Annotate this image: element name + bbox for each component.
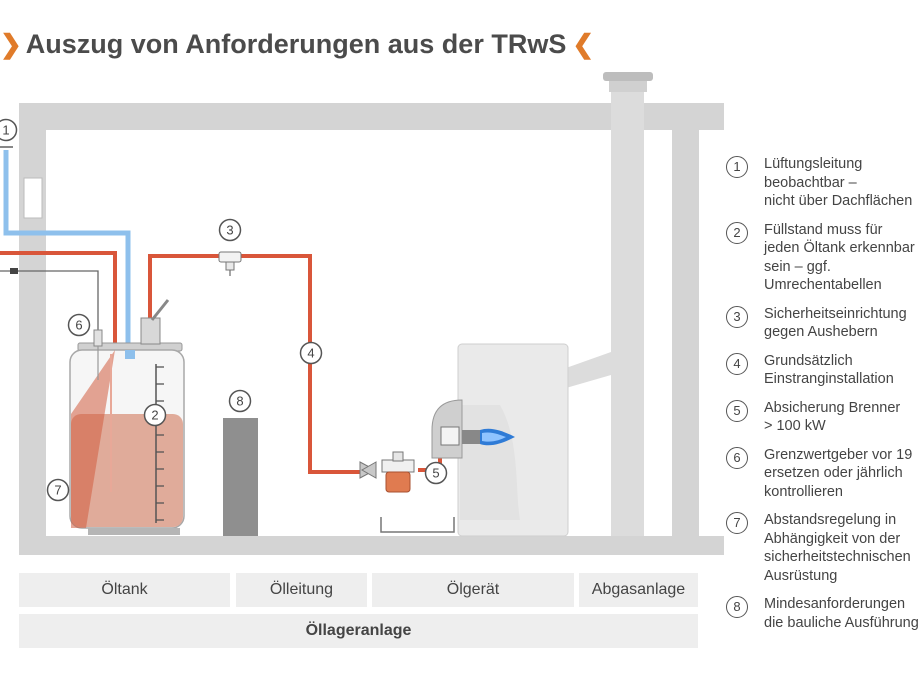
legend-number: 3	[726, 305, 748, 328]
svg-text:3: 3	[226, 223, 233, 238]
category-oil-line: Ölleitung	[236, 573, 367, 607]
legend-item-8: 8 Mindesanforderungen die bauliche Ausfü…	[726, 595, 920, 632]
legend-number: 6	[726, 446, 748, 469]
oil-filter-body	[385, 471, 411, 493]
cable-plug	[10, 268, 18, 274]
callout-5: 5	[424, 461, 448, 485]
legend-item-3: 3 Sicherheitseinrichtung gegen Aushebern	[726, 305, 920, 342]
floor	[19, 536, 724, 555]
legend-line: gegen Aushebern	[764, 324, 878, 340]
legend-line: Ausrüstung	[764, 567, 838, 584]
legend-item-1: 1 Lüftungsleitung beobachtbar – nicht üb…	[726, 155, 920, 211]
legend-line: Mindesanforderungen	[764, 596, 906, 612]
chimney-cap-base	[609, 81, 647, 92]
legend-number: 1	[726, 156, 748, 178]
drip-tray	[380, 517, 455, 533]
legend-number: 8	[726, 596, 748, 618]
svg-text:6: 6	[75, 318, 82, 333]
legend-line: ersetzen oder jährlich	[764, 465, 903, 481]
filter-vent	[392, 451, 404, 462]
limit-sensor-cable	[0, 270, 99, 332]
category-oiltank: Öltank	[19, 573, 230, 607]
limit-sensor	[93, 329, 103, 347]
right-wall	[672, 103, 699, 555]
chimney-cap	[603, 72, 653, 81]
flame-core	[482, 432, 506, 442]
quick-valve-2	[360, 461, 377, 479]
legend-item-5: 5 Absicherung Brenner > 100 kW	[726, 399, 920, 436]
legend-item-2: 2 Füllstand muss für jeden Öltank erkenn…	[726, 221, 920, 295]
tank-wall-block	[223, 418, 258, 536]
legend-line: Abhängigkeit von der	[764, 530, 901, 547]
legend: 1 Lüftungsleitung beobachtbar – nicht üb…	[726, 155, 920, 642]
legend-line: sicherheitstechnischen	[764, 549, 911, 565]
oil-supply-line	[148, 254, 362, 474]
legend-item-4: 4 Grundsätzlich Einstranginstallation	[726, 352, 920, 389]
callout-7: 7	[46, 478, 70, 502]
legend-line: Absicherung Brenner	[764, 399, 901, 416]
legend-number: 2	[726, 221, 748, 244]
legend-line: kontrollieren	[764, 483, 843, 500]
legend-line: Umrechentabellen	[764, 277, 882, 293]
legend-line: jeden Öltank erkennbar	[764, 240, 915, 256]
legend-line: > 100 kW	[764, 418, 826, 434]
callout-8: 8	[228, 389, 252, 413]
callout-2: 2	[143, 403, 167, 427]
legend-line: sein – ggf.	[764, 258, 831, 275]
svg-text:5: 5	[432, 466, 439, 481]
anti-siphon-valve	[218, 251, 242, 263]
fitting-handle	[150, 299, 170, 321]
anti-siphon-stem	[225, 261, 235, 271]
svg-text:1: 1	[2, 123, 9, 138]
title-text: Auszug von Anforderungen aus der TRwS	[25, 28, 567, 59]
svg-text:7: 7	[54, 483, 61, 498]
legend-line: Lüftungsleitung	[764, 156, 863, 172]
vent-connector	[125, 350, 135, 359]
left-chevron-icon: ❯	[0, 28, 22, 59]
flue-pipe	[566, 352, 611, 388]
page-title: ❯ Auszug von Anforderungen aus der TRwS …	[0, 26, 594, 62]
legend-item-7: 7 Abstandsregelung in Abhängigkeit von d…	[726, 511, 920, 585]
legend-item-6: 6 Grenzwertgeber vor 19 ersetzen oder jä…	[726, 446, 920, 502]
ceiling	[19, 103, 724, 130]
oil-filter-head	[381, 459, 415, 473]
legend-number: 7	[726, 512, 748, 534]
svg-text:8: 8	[236, 394, 243, 409]
legend-line: Füllstand muss für	[764, 221, 883, 238]
right-chevron-icon: ❮	[572, 28, 595, 59]
legend-line: Grenzwertgeber vor 19	[764, 446, 913, 463]
vent-pipe	[3, 150, 131, 356]
tank-base	[88, 528, 180, 535]
chimney	[611, 90, 644, 536]
left-wall	[19, 103, 46, 555]
tank-fitting	[140, 317, 161, 345]
category-oil-device: Ölgerät	[372, 573, 574, 607]
svg-text:4: 4	[307, 346, 314, 361]
callout-6: 6	[67, 313, 91, 337]
category-flue-system: Abgasanlage	[579, 573, 698, 607]
legend-line: Grundsätzlich	[764, 352, 853, 369]
category-oil-storage-system: Öllageranlage	[19, 614, 698, 648]
callout-4: 4	[299, 341, 323, 365]
legend-number: 5	[726, 399, 748, 422]
legend-line: Abstandsregelung in	[764, 512, 897, 528]
legend-line: beobachtbar –	[764, 174, 857, 191]
gauge-ticks	[156, 366, 164, 521]
legend-line: die bauliche Ausführung	[764, 614, 919, 631]
legend-line: Einstranginstallation	[764, 371, 894, 387]
legend-line: Sicherheitseinrichtung	[764, 305, 907, 322]
svg-text:2: 2	[151, 408, 158, 423]
burner-nozzle	[462, 430, 480, 444]
legend-line: nicht über Dachflächen	[764, 193, 913, 209]
callout-3: 3	[218, 218, 242, 242]
legend-number: 4	[726, 352, 748, 375]
distance-zone	[71, 350, 115, 528]
wall-opening	[23, 177, 43, 219]
callout-1: 1	[0, 118, 18, 142]
burner-window	[440, 426, 460, 446]
